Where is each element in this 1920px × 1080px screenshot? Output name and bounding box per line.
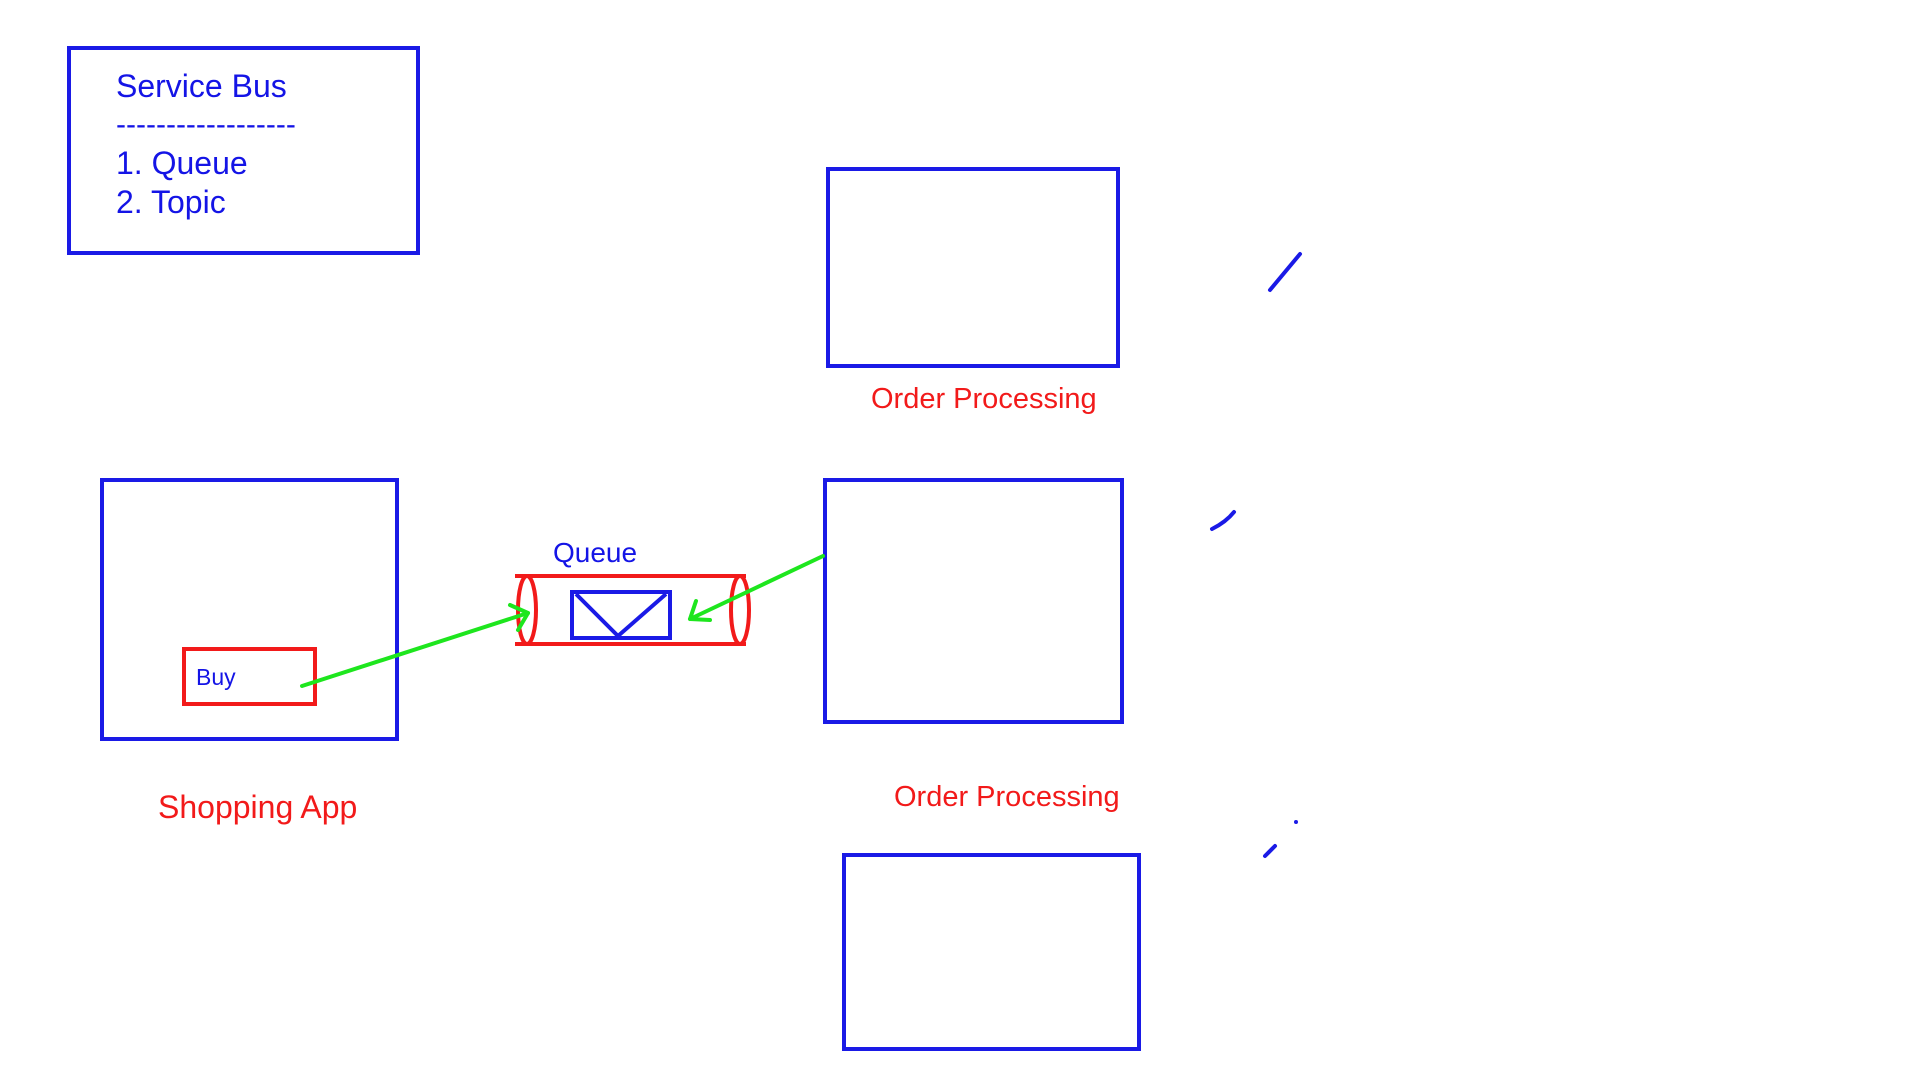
legend-box bbox=[67, 46, 420, 255]
queue-label: Queue bbox=[553, 537, 637, 568]
pen-mark-2 bbox=[1210, 510, 1236, 531]
legend-separator: ------------------ bbox=[116, 108, 296, 141]
consumer-box-3 bbox=[842, 853, 1141, 1051]
shopping-app-box bbox=[100, 478, 399, 741]
consumer-label-1: Order Processing bbox=[871, 383, 1097, 415]
arrow-buy-to-queue bbox=[300, 603, 530, 688]
arrow-consumer-to-queue bbox=[688, 554, 825, 622]
pen-mark-3 bbox=[1263, 844, 1277, 858]
pen-mark-1 bbox=[1268, 252, 1302, 292]
legend-item-queue: 1. Queue bbox=[116, 145, 248, 181]
service-bus-legend: Service Bus ------------------ 1. Queue … bbox=[67, 46, 420, 255]
shopping-app-label: Shopping App bbox=[158, 789, 357, 825]
consumer-box-1 bbox=[826, 167, 1120, 368]
legend-item-topic: 2. Topic bbox=[116, 184, 226, 220]
consumer-label-2: Order Processing bbox=[894, 781, 1120, 813]
buy-button[interactable] bbox=[182, 647, 317, 706]
queue-pipe-right-end bbox=[729, 574, 751, 646]
pen-marks bbox=[1210, 252, 1302, 858]
queue-node: Queue bbox=[515, 537, 751, 646]
consumer-node-1: Order Processing bbox=[826, 167, 1120, 415]
legend-title: Service Bus bbox=[116, 68, 287, 104]
consumer-node-2: Order Processing bbox=[823, 478, 1124, 813]
consumer-node-3 bbox=[842, 853, 1141, 1051]
pen-mark-4 bbox=[1294, 820, 1298, 824]
buy-button-label: Buy bbox=[196, 664, 236, 690]
shopping-app-node: Buy Shopping App bbox=[100, 478, 399, 825]
envelope-icon bbox=[570, 590, 672, 640]
consumer-box-2 bbox=[823, 478, 1124, 724]
